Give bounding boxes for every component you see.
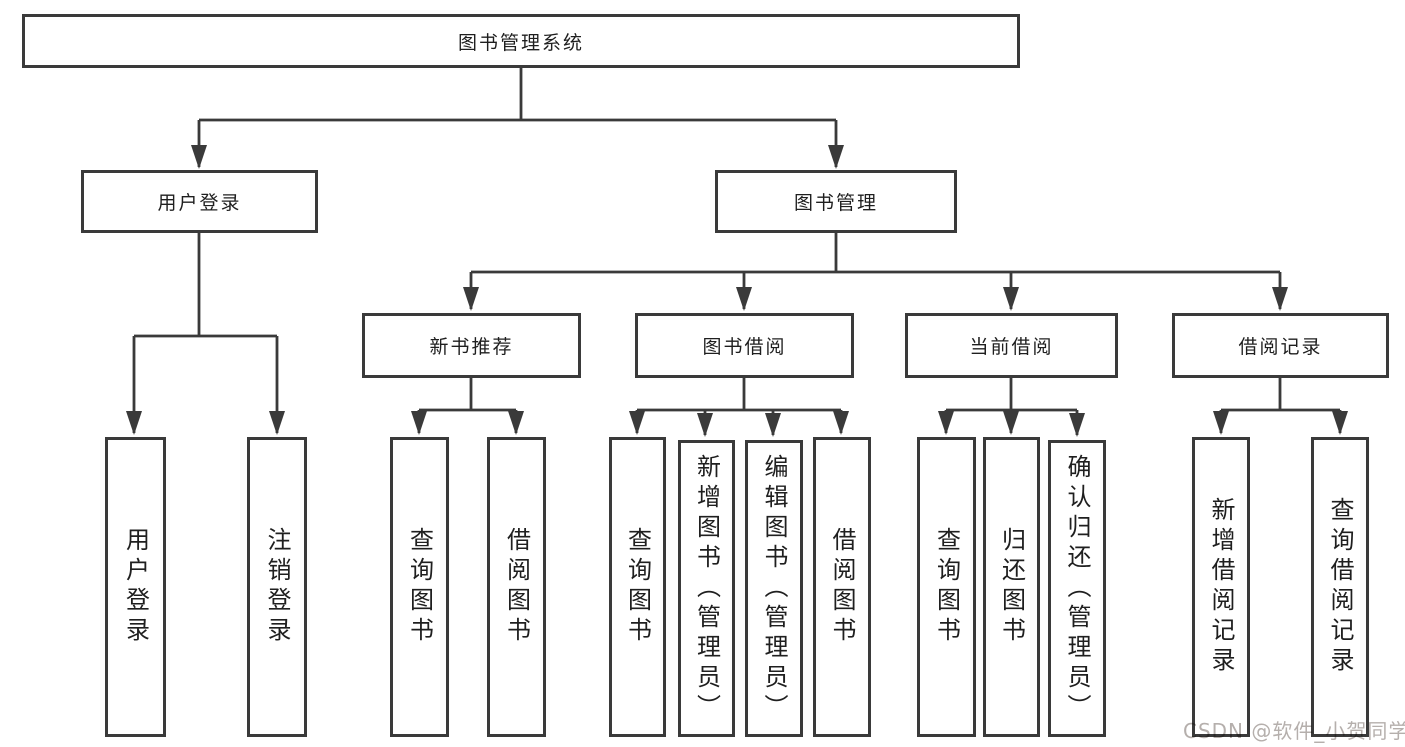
leaf-label: 查询图书 [405, 527, 434, 647]
leaf-logout: 注销登录 [247, 437, 307, 737]
node-label: 图书管理系统 [457, 31, 584, 54]
leaf-label: 注销登录 [263, 527, 291, 647]
leaf-query-books-current: 查询图书 [917, 437, 976, 737]
leaf-label: 借阅图书 [502, 527, 531, 647]
leaf-label: 查询图书 [932, 527, 961, 647]
node-label: 图书管理 [793, 192, 878, 214]
node-label: 图书借阅 [702, 336, 787, 358]
leaf-edit-books-admin: 编辑图书（管理员） [745, 440, 803, 737]
leaf-label: 查询借阅记录 [1326, 497, 1354, 677]
leaf-label: 编辑图书（管理员） [760, 453, 788, 724]
csdn-watermark: CSDN @软件_小贺同学 [1183, 719, 1405, 743]
leaf-query-books-borrow: 查询图书 [609, 437, 666, 737]
node-borrowing-records: 借阅记录 [1172, 313, 1389, 378]
leaf-user-login: 用户登录 [105, 437, 166, 737]
leaf-label: 查询图书 [623, 527, 652, 647]
node-label: 新书推荐 [429, 336, 514, 358]
node-book-management: 图书管理 [715, 170, 957, 233]
node-book-borrowing: 图书借阅 [635, 313, 854, 378]
leaf-label: 新增图书（管理员） [692, 453, 721, 724]
node-label: 借阅记录 [1238, 336, 1323, 358]
leaf-return-books: 归还图书 [983, 437, 1040, 737]
leaf-add-borrow-record: 新增借阅记录 [1192, 437, 1250, 737]
leaf-add-books-admin: 新增图书（管理员） [678, 440, 735, 737]
leaf-query-books-recommend: 查询图书 [390, 437, 449, 737]
leaf-label: 新增借阅记录 [1207, 497, 1235, 677]
node-user-login: 用户登录 [81, 170, 318, 233]
node-label: 当前借阅 [969, 336, 1054, 358]
leaf-label: 确认归还（管理员） [1063, 453, 1091, 724]
leaf-label: 归还图书 [997, 527, 1026, 647]
node-new-book-recommendation: 新书推荐 [362, 313, 581, 378]
node-label: 用户登录 [157, 192, 242, 214]
leaf-query-borrow-record: 查询借阅记录 [1311, 437, 1369, 737]
node-library-management-system: 图书管理系统 [22, 14, 1020, 68]
leaf-label: 用户登录 [121, 527, 150, 647]
leaf-confirm-return-admin: 确认归还（管理员） [1048, 440, 1106, 737]
leaf-borrow-books: 借阅图书 [813, 437, 871, 737]
leaf-label: 借阅图书 [828, 527, 856, 647]
leaf-borrow-books-recommend: 借阅图书 [487, 437, 546, 737]
node-current-borrowing: 当前借阅 [905, 313, 1118, 378]
